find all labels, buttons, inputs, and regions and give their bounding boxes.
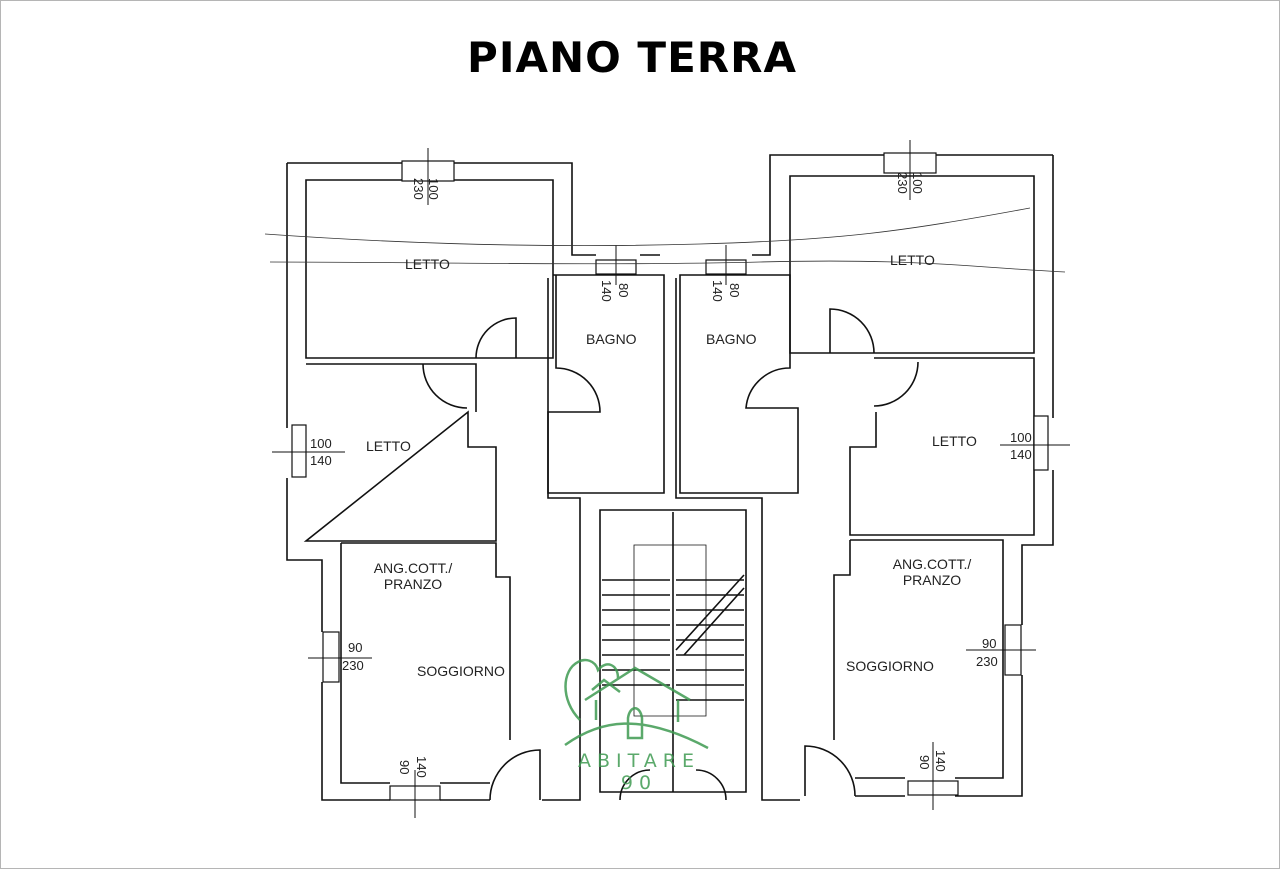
watermark-text: ABITARE 90 [578,750,700,794]
wall-right-inner-top [789,175,1035,354]
stair-diagonal [675,574,745,656]
room-label-kitchen-right-line1: ANG.COTT./ [892,556,972,572]
wall-right-living [833,539,1004,779]
door-right-bedmid [873,361,919,407]
window-mid-left [291,424,307,478]
dim-mid-left-h: 140 [310,453,332,468]
room-label-letto-mid-left: LETTO [366,438,411,454]
dim-top-right-h: 230 [895,172,910,194]
dim-top-left-h: 230 [411,178,426,200]
wall-right-letto-mid [849,357,1035,536]
watermark-logo [564,658,709,750]
dim-living-left-w: 90 [348,640,363,655]
dim-bottom-left-w: 90 [397,760,412,775]
dim-living-right-w: 90 [982,636,997,651]
dim-living-right-h: 230 [976,654,998,669]
wall-left-inner-top [305,179,554,359]
dim-mid-left-w: 100 [310,436,332,451]
door-left-bedtop [475,317,517,359]
window-mid-right [1033,415,1049,471]
wall-bath-right-frame [675,278,800,801]
dim-bath-left-h: 140 [599,280,614,302]
door-right-bedtop [829,308,875,354]
dim-top-right-w: 100 [910,172,925,194]
plan-title: PIANO TERRA [467,33,797,82]
room-label-letto-top-left: LETTO [405,256,450,272]
wall-left-outer [287,162,660,256]
wall-right-outer [752,154,1053,256]
wall-bath-left [547,274,665,494]
room-label-kitchen-left-line1: ANG.COTT./ [373,560,453,576]
room-label-bagno-left: BAGNO [586,331,637,347]
door-right-living [804,745,856,797]
room-label-letto-top-right: LETTO [890,252,935,268]
wall-left-letto-mid [303,363,497,542]
stairwell-box [599,509,747,793]
room-label-kitchen-right-line2: PRANZO [902,572,962,588]
wall-bath-right [679,274,799,494]
door-left-living [489,749,541,801]
dim-bath-left-w: 80 [616,283,631,298]
wall-left-living [340,542,511,784]
room-label-kitchen-right: ANG.COTT./ PRANZO [889,556,975,588]
dim-bottom-left-h: 140 [414,756,429,778]
dim-living-left-h: 230 [342,658,364,673]
wall-left-outer-side [286,163,490,801]
dim-top-left-w: 100 [426,178,441,200]
dim-mid-right-h: 140 [1010,447,1032,462]
dim-bath-right-h: 140 [710,280,725,302]
room-label-soggiorno-left: SOGGIORNO [417,663,505,679]
door-left-bedmid [422,363,468,409]
room-label-soggiorno-right: SOGGIORNO [846,658,934,674]
entrance-door [619,769,727,801]
dim-bottom-right-w: 90 [917,755,932,770]
dim-bath-right-w: 80 [727,283,742,298]
room-label-kitchen-left: ANG.COTT./ PRANZO [370,560,456,592]
room-label-letto-mid-right: LETTO [932,433,977,449]
dim-bottom-right-h: 140 [933,750,948,772]
wall-right-outer-side [855,155,1054,797]
window-living-left [322,631,340,683]
stair-guide [633,544,707,717]
room-label-bagno-right: BAGNO [706,331,757,347]
dim-mid-right-w: 100 [1010,430,1032,445]
room-label-kitchen-left-line2: PRANZO [383,576,443,592]
wall-bath-left-frame [542,278,581,801]
